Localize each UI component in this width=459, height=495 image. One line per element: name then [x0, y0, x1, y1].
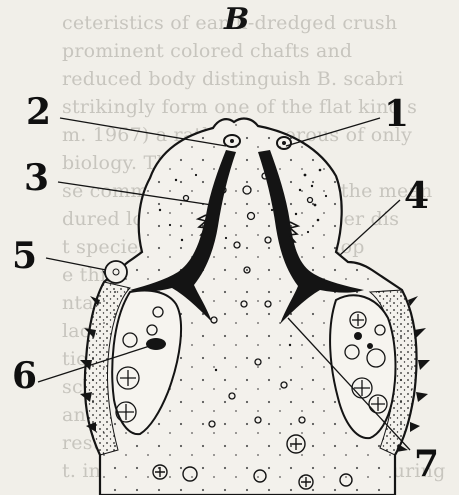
callout-7: 7 — [414, 446, 439, 482]
callout-4: 4 — [404, 178, 429, 214]
callout-3: 3 — [24, 160, 49, 196]
figure-letter: B — [224, 2, 249, 37]
callout-5: 5 — [12, 238, 37, 274]
callout-2: 2 — [26, 94, 51, 130]
callout-1: 1 — [384, 96, 409, 132]
gland-5 — [105, 261, 127, 283]
callout-6: 6 — [12, 358, 37, 394]
